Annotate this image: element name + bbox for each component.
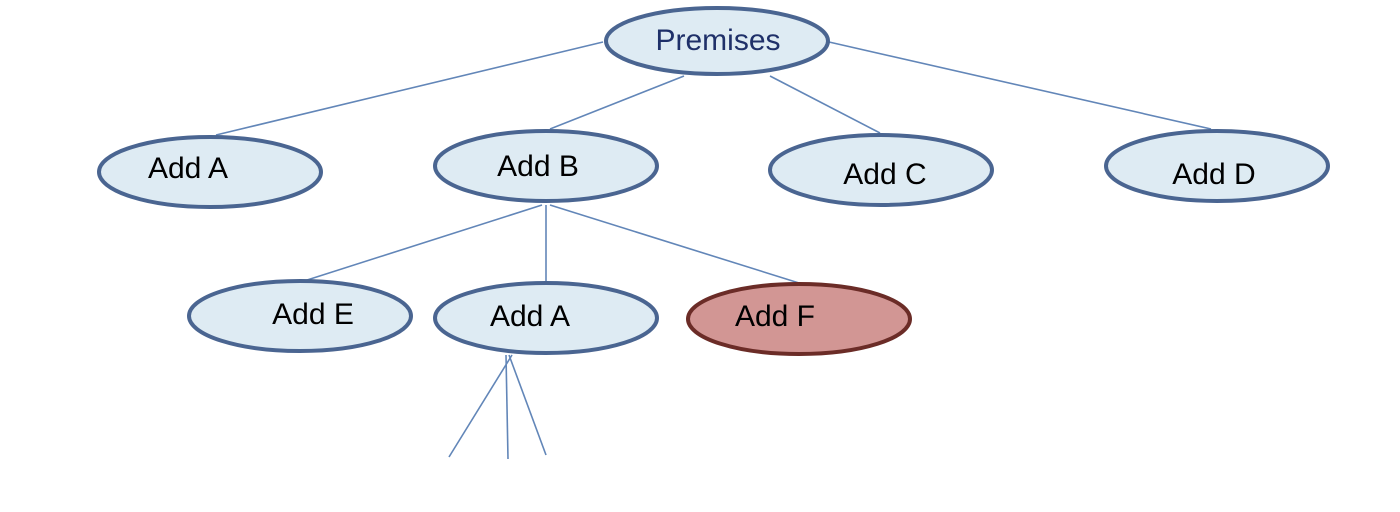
node-add-f-ellipse [686,282,912,356]
node-add-d-label: Add D [1172,158,1255,191]
node-add-e: Add E [187,279,413,353]
node-add-c-label: Add C [843,158,926,191]
node-premises-label: Premises [655,24,780,57]
node-add-b: Add B [433,129,659,203]
edge-add-b-to-add-f [549,204,800,284]
node-premises: Premises [604,6,830,76]
edge-premises-to-add-b [549,75,685,130]
node-add-a-top-ellipse [97,135,323,209]
node-premises-ellipse [604,6,830,76]
node-add-b-label: Add B [497,150,579,183]
node-add-f: Add F [686,282,912,356]
dangling-edge-add-a-child-1 [448,354,513,458]
edge-premises-to-add-a-top [215,41,604,136]
dangling-edge-add-a-child-2 [505,354,509,460]
node-add-c: Add C [768,133,994,207]
edge-premises-to-add-d [828,41,1212,130]
node-add-d: Add D [1104,129,1330,203]
node-add-f-label: Add F [735,300,815,333]
edges-layer [215,41,1212,460]
node-add-a-top: Add A [97,135,323,209]
node-add-d-ellipse [1104,129,1330,203]
node-add-e-ellipse [187,279,413,353]
node-add-c-ellipse [768,133,994,207]
edge-premises-to-add-c [769,75,881,134]
node-add-b-ellipse [433,129,659,203]
node-add-a-child-ellipse [433,281,659,355]
dangling-edge-add-a-child-3 [508,354,547,456]
node-add-a-top-label: Add A [148,152,228,185]
node-add-a-child-label: Add A [490,300,570,333]
edge-add-b-to-add-e [303,204,543,282]
node-add-e-label: Add E [272,298,354,331]
node-add-a-child: Add A [433,281,659,355]
